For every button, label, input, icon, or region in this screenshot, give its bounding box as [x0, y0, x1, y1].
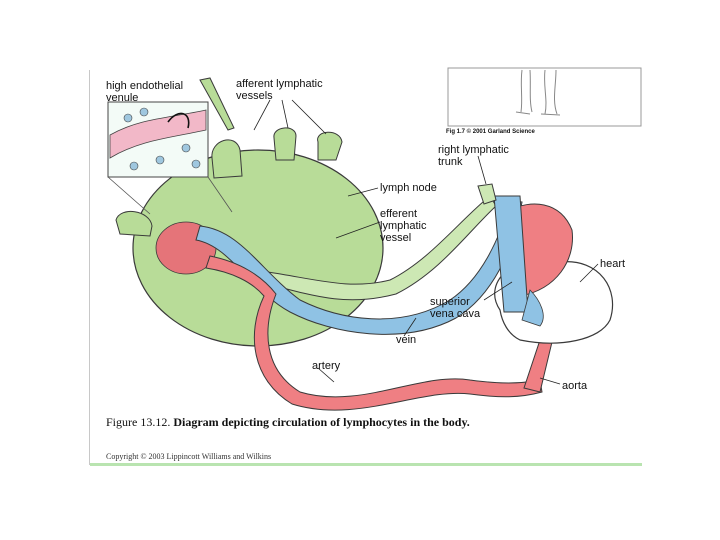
left-border-line: [89, 70, 90, 465]
afferent-vessel-stubs: [115, 127, 343, 237]
label-aorta: aorta: [562, 380, 588, 392]
right-lymphatic-trunk-vessel: [477, 183, 497, 205]
label-vein: vein: [396, 334, 417, 346]
label-superior-vena-cava: superior vena cava: [430, 296, 481, 320]
caption-prefix: Figure 13.12.: [106, 415, 171, 429]
vein: [195, 199, 523, 335]
label-artery: artery: [312, 360, 341, 372]
figure-caption: Figure 13.12. Diagram depicting circulat…: [106, 415, 470, 430]
afferent-arrow: [199, 77, 235, 131]
hev-cells: [109, 107, 207, 171]
aorta-segment: [523, 339, 553, 393]
inset-callout-lines: [107, 176, 233, 215]
label-lymph-node: lymph node: [380, 182, 437, 194]
label-heart: heart: [600, 258, 626, 270]
bottom-accent-bar: [90, 463, 642, 466]
caption-title: Diagram depicting circulation of lymphoc…: [173, 415, 470, 429]
label-efferent-lymphatic-vessel: efferent lymphatic vessel: [380, 208, 427, 244]
figure-credit: Fig 1.7 © 2001 Garland Science: [446, 129, 535, 135]
heart-blue-chamber: [521, 289, 544, 327]
artery: [205, 255, 543, 411]
human-figure-sketch: [515, 69, 561, 116]
label-pointers: [253, 99, 599, 385]
label-afferent-vessels: afferent lymphatic vessels: [236, 78, 323, 102]
label-right-lymphatic-trunk: right lymphatic trunk: [438, 144, 509, 168]
label-high-endothelial-venule: high endothelial venule: [106, 80, 184, 104]
copyright-line: Copyright © 2003 Lippincott Williams and…: [106, 452, 272, 461]
